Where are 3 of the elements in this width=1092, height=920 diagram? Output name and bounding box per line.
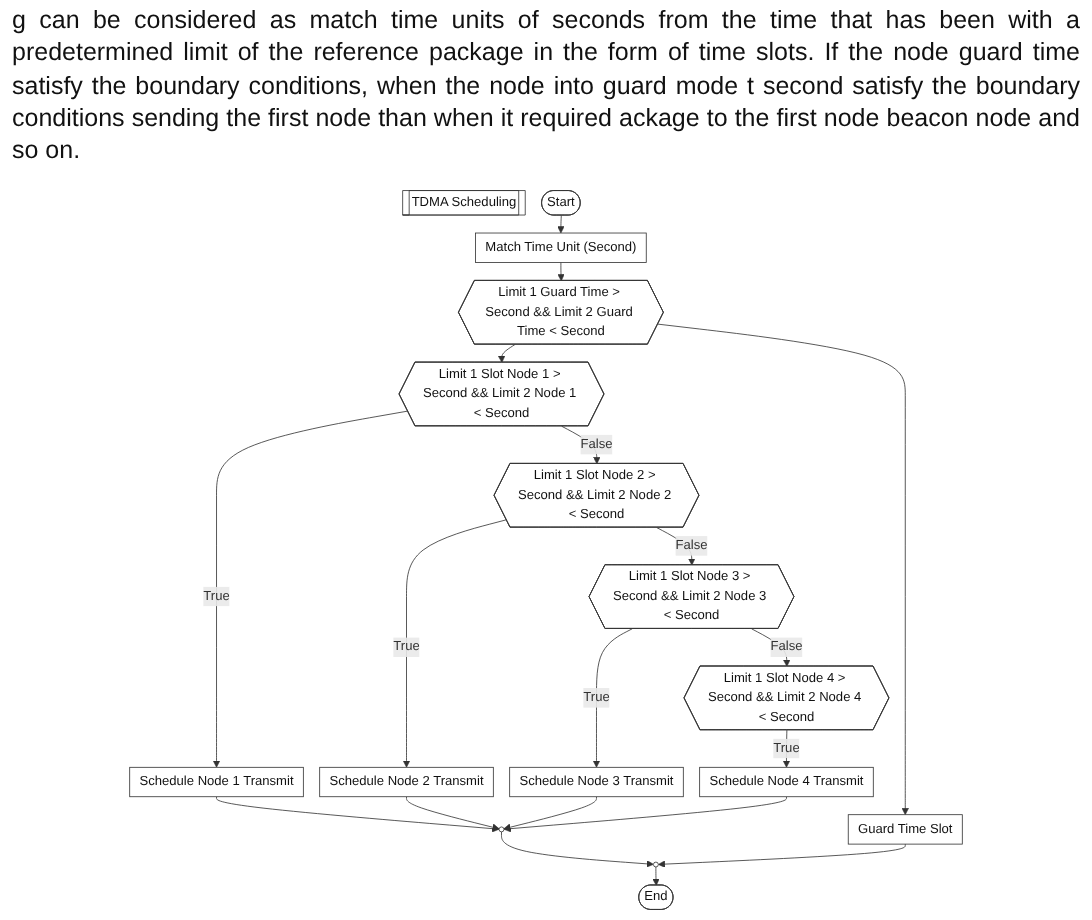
node-circle (653, 861, 659, 868)
paragraph-text: g can be considered as match time units of seconds from the time that has been with a predetermined limit of the reference package in the form of time slots. If the node guard time satisfy the boundary conditions, when the node into guard mode t second satisfy the boundary conditions sending the first node than when it required ackage to the first node beacon node and so on. (12, 4, 1080, 167)
node-circle (498, 826, 505, 833)
